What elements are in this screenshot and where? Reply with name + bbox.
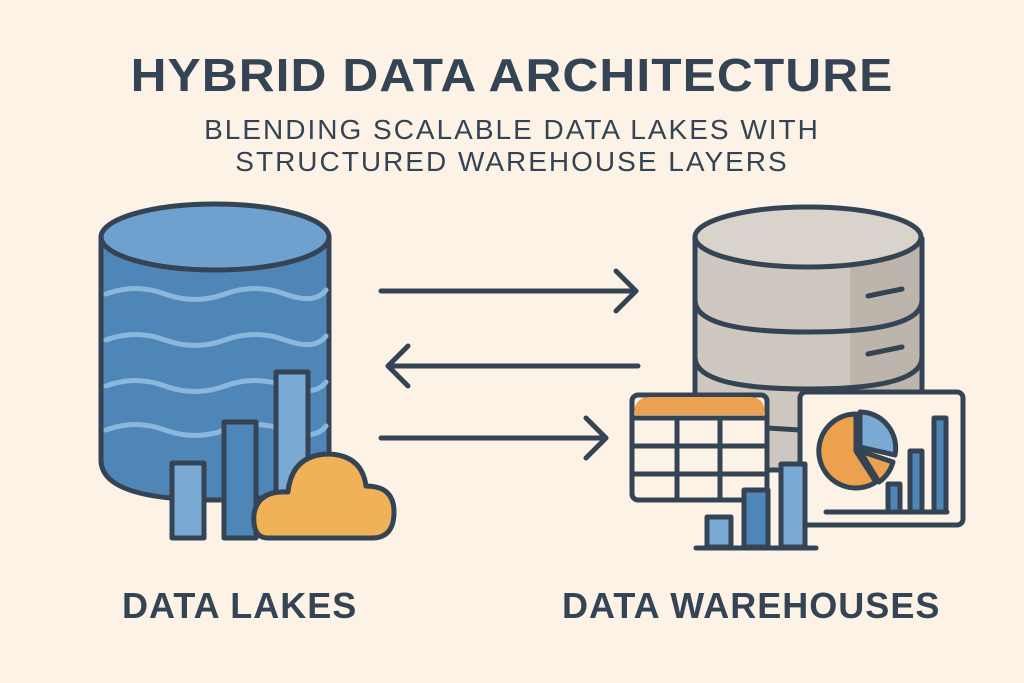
dashboard-chart-icon [797,389,966,528]
data-lake-cylinder-icon [98,201,332,503]
data-warehouses-label: DATA WAREHOUSES [562,585,941,626]
subtitle-line-1: BLENDING SCALABLE DATA LAKES WITH [204,114,820,145]
connector-line [766,425,801,433]
data-lakes-label: DATA LAKES [122,585,358,626]
table-grid-icon [629,392,770,503]
arrow-right-bottom [378,415,609,461]
subtitle-line-2: STRUCTURED WAREHOUSE LAYERS [235,146,789,177]
cloud-icon [251,451,397,541]
page-title: HYBRID DATA ARCHITECTURE [130,49,894,101]
arrow-left-middle [385,343,641,389]
warehouse-bar-chart-icon [693,461,819,551]
arrow-right-top [378,268,639,314]
